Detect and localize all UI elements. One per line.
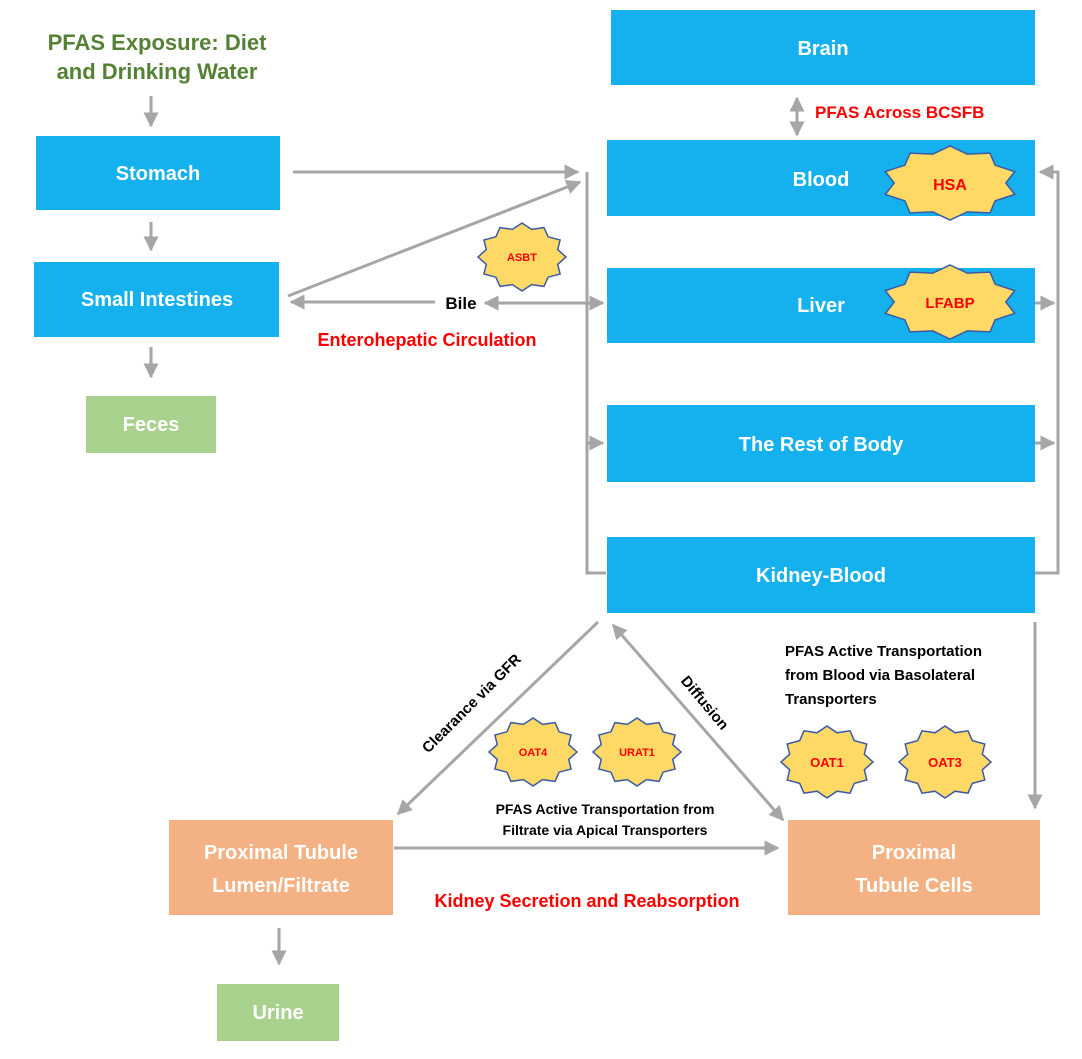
urine-box bbox=[217, 984, 339, 1041]
proximal-lumen-box bbox=[169, 820, 393, 915]
oat4-star-shape bbox=[487, 717, 579, 787]
kidney-blood-box bbox=[607, 537, 1035, 613]
proximal-lumen-line2: Lumen/Filtrate bbox=[212, 875, 350, 897]
kidney-blood-label: Kidney-Blood bbox=[756, 565, 886, 587]
oat3-transporter: OAT3 bbox=[897, 725, 993, 799]
connector-venous-return bbox=[1035, 164, 1060, 575]
basolateral-label-line3: Transporters bbox=[785, 691, 877, 708]
brain-label: Brain bbox=[797, 38, 848, 60]
blood-label: Blood bbox=[793, 169, 850, 191]
small-intestines-box bbox=[34, 262, 279, 337]
apical-label-line2: Filtrate via Apical Transporters bbox=[503, 822, 708, 838]
hsa-label: HSA bbox=[933, 177, 967, 194]
kidney-secretion-label: Kidney Secretion and Reabsorption bbox=[434, 891, 739, 911]
apical-label-line1: PFAS Active Transportation from bbox=[496, 801, 715, 817]
rest-of-body-label: The Rest of Body bbox=[739, 434, 904, 456]
liver-label: Liver bbox=[797, 295, 845, 317]
small-intestines-label: Small Intestines bbox=[81, 289, 233, 311]
brain-box bbox=[611, 10, 1035, 85]
bile-label: Bile bbox=[445, 294, 476, 313]
feces-label: Feces bbox=[123, 414, 180, 436]
arrow-diffusion bbox=[611, 623, 785, 822]
exposure-title-line2: and Drinking Water bbox=[57, 59, 258, 84]
arrow-clearance-gfr bbox=[396, 620, 600, 816]
proximal-cells-line2: Tubule Cells bbox=[855, 875, 972, 897]
oat3-label: OAT3 bbox=[928, 755, 962, 770]
urat1-transporter: URAT1 bbox=[591, 717, 683, 787]
oat4-transporter: OAT4 bbox=[487, 717, 579, 787]
oat4-label: OAT4 bbox=[519, 747, 548, 759]
hsa-star-shape bbox=[884, 145, 1016, 221]
basolateral-label-line1: PFAS Active Transportation bbox=[785, 643, 982, 660]
stomach-label: Stomach bbox=[116, 163, 200, 185]
stomach-box bbox=[36, 136, 280, 210]
lfabp-star-shape bbox=[884, 264, 1016, 340]
urat1-label: URAT1 bbox=[619, 747, 655, 759]
lfabp-label: LFABP bbox=[925, 295, 974, 312]
exposure-title-line1: PFAS Exposure: Diet bbox=[48, 30, 268, 55]
rest-of-body-box bbox=[607, 405, 1035, 482]
hsa-transporter: HSA bbox=[884, 145, 1016, 221]
connector-kidney-return bbox=[585, 172, 606, 575]
oat1-transporter: OAT1 bbox=[779, 725, 875, 799]
enterohepatic-label: Enterohepatic Circulation bbox=[317, 330, 536, 350]
lfabp-transporter: LFABP bbox=[884, 264, 1016, 340]
diffusion-label: Diffusion bbox=[677, 673, 732, 734]
asbt-transporter: ASBT bbox=[476, 222, 568, 292]
basolateral-label-line2: from Blood via Basolateral bbox=[785, 667, 975, 684]
connector-arrows bbox=[143, 96, 1060, 966]
urine-label: Urine bbox=[252, 1002, 303, 1024]
bcsfb-label: PFAS Across BCSFB bbox=[815, 103, 984, 122]
proximal-cells-box bbox=[788, 820, 1040, 915]
arrow-intestines-to-blood bbox=[287, 179, 582, 298]
oat1-star-shape bbox=[779, 725, 875, 799]
oat3-star-shape bbox=[897, 725, 993, 799]
feces-box bbox=[86, 396, 216, 453]
asbt-label: ASBT bbox=[507, 252, 537, 264]
proximal-lumen-line1: Proximal Tubule bbox=[204, 842, 358, 864]
oat1-label: OAT1 bbox=[810, 755, 844, 770]
asbt-star-shape bbox=[476, 222, 568, 292]
urat1-star-shape bbox=[591, 717, 683, 787]
proximal-cells-line1: Proximal bbox=[872, 842, 956, 864]
